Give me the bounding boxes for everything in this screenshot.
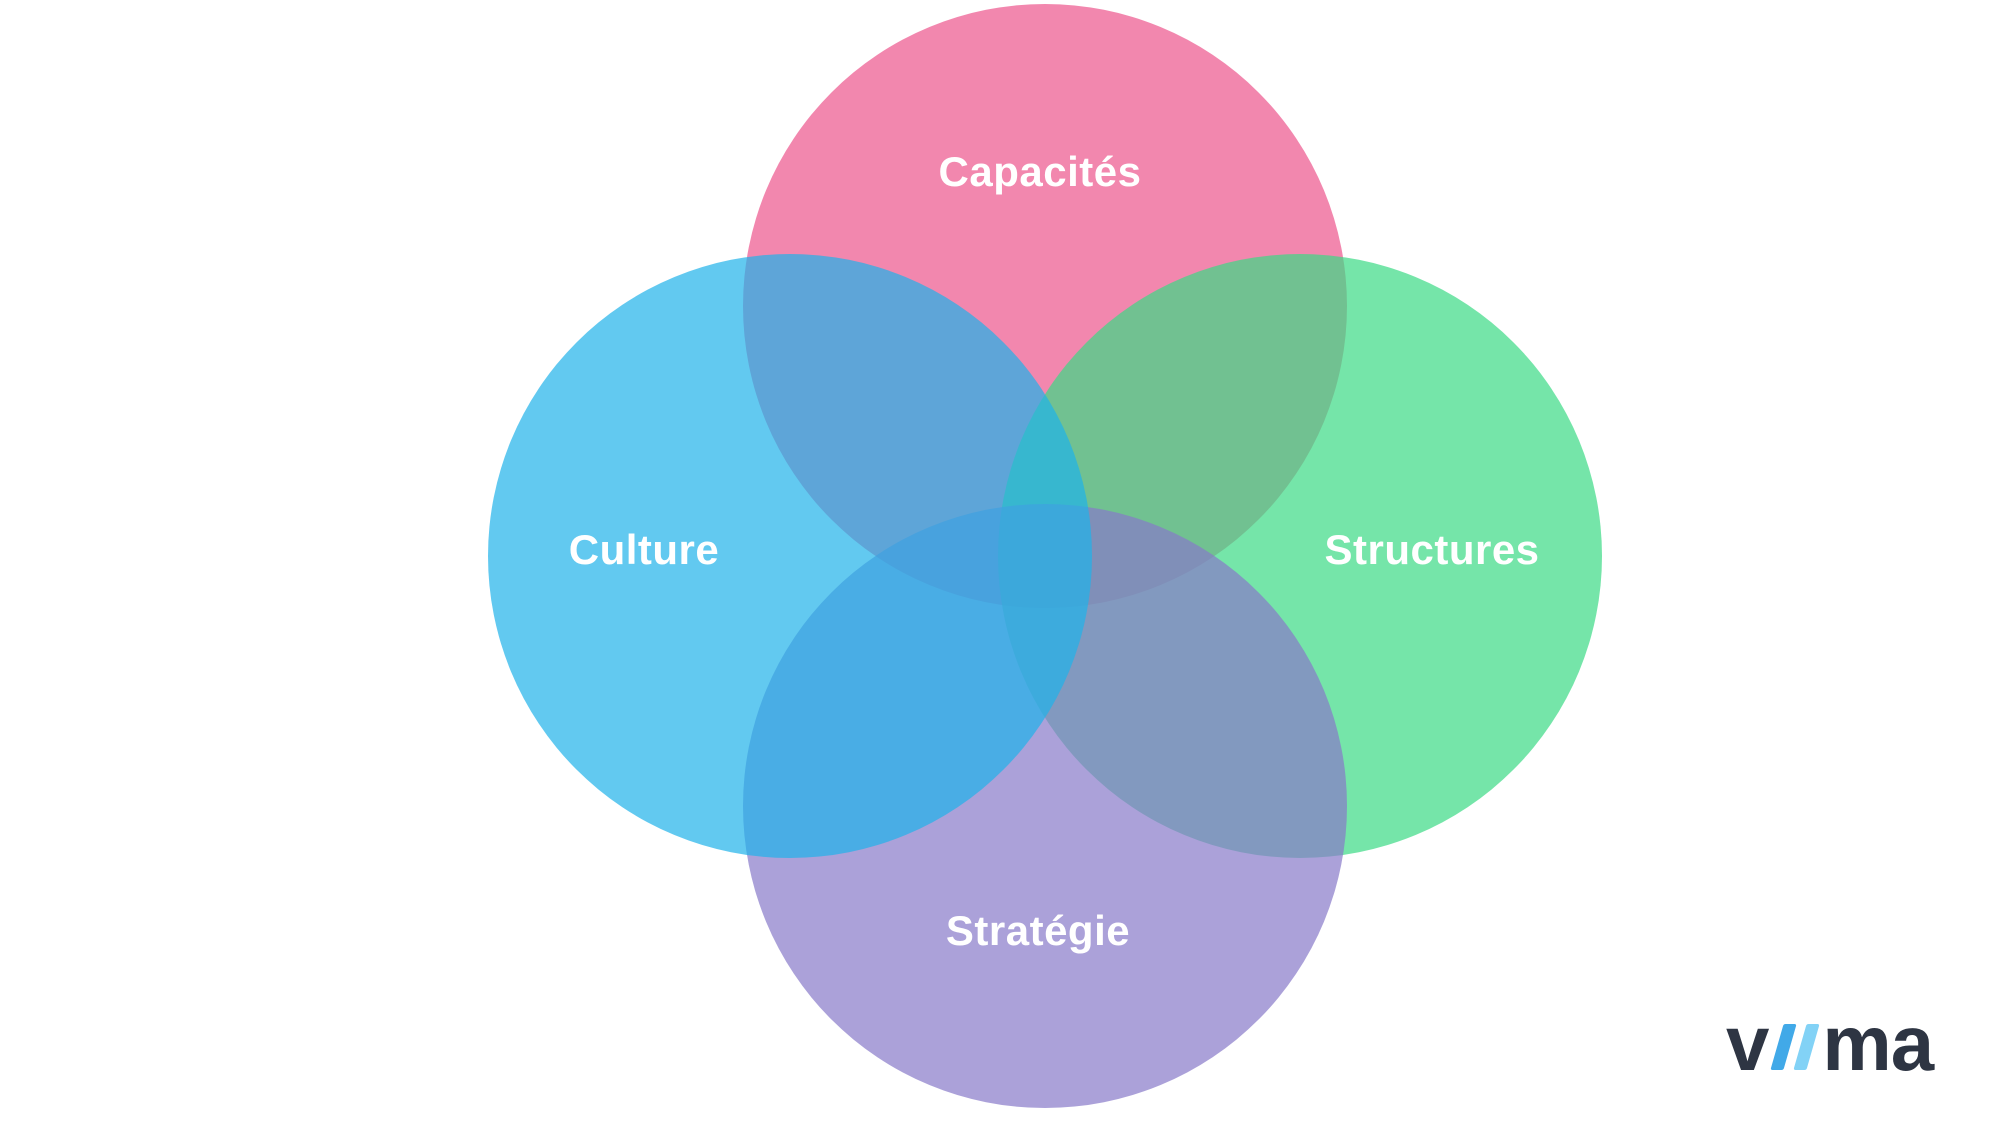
viima-logo-slash-icon (1793, 1024, 1820, 1070)
label-strategie: Stratégie (945, 907, 1131, 954)
circle-culture (488, 254, 1092, 858)
viima-logo-ma: ma (1822, 999, 1934, 1087)
label-capacites: Capacités (938, 148, 1142, 195)
label-structures: Structures (1324, 526, 1540, 573)
label-culture: Culture (568, 526, 720, 573)
viima-logo-slash-icon (1770, 1024, 1797, 1070)
viima-logo-v: v (1726, 999, 1769, 1087)
